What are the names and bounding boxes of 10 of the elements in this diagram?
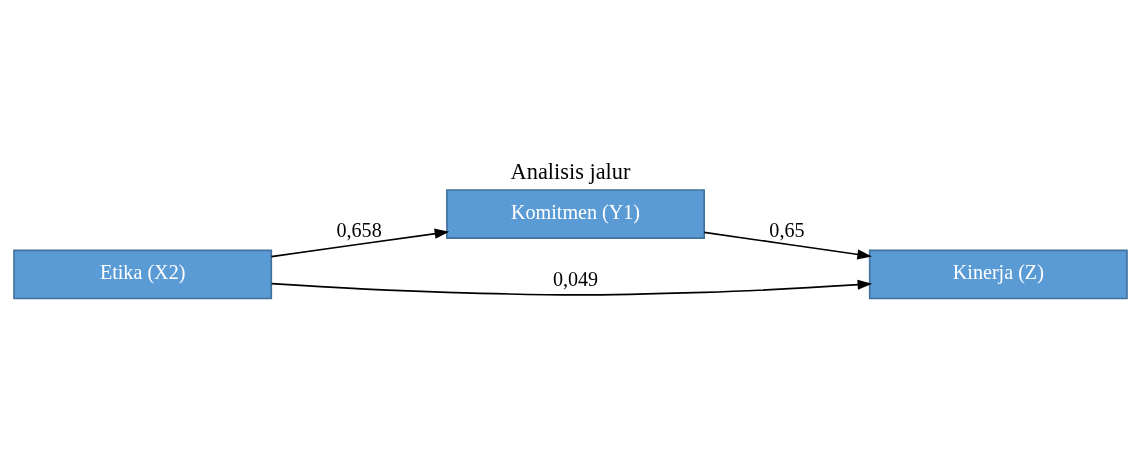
edge-label: 0,658 (336, 218, 382, 241)
node-box: Komitmen (Y1) (446, 189, 705, 239)
edge-label: 0,65 (769, 218, 805, 241)
diagram-title: Analisis jalur (510, 158, 631, 184)
arrow (703, 231, 872, 260)
arrow (270, 228, 450, 258)
arrow (270, 279, 873, 296)
node-box: Etika (X2) (13, 249, 273, 300)
node-box: Kinerja (Z) (868, 249, 1128, 300)
edge-label: 0,049 (552, 268, 599, 291)
